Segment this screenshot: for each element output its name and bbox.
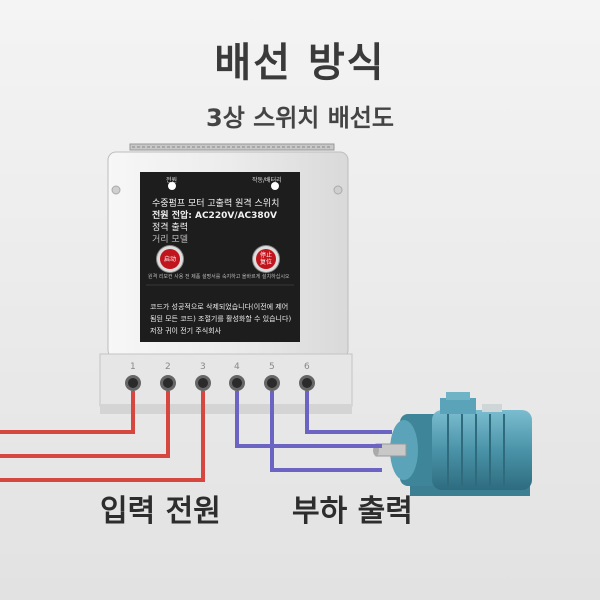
power-indicator-label: 전원 — [166, 177, 178, 184]
page-subtitle: 3상 스위치 배선도 — [206, 104, 394, 132]
terminal-screws — [125, 375, 315, 391]
terminal-label: 2 — [165, 362, 171, 372]
terminal-screw — [195, 375, 211, 391]
run-indicator-label: 작동/배터리 — [252, 177, 282, 184]
page-title: 배선 방식 — [214, 40, 386, 86]
input-wires-red — [0, 391, 205, 482]
panel-line-2: 전원 전압: AC220V/AC380V — [152, 211, 277, 221]
terminal-label: 4 — [234, 362, 240, 372]
electric-motor — [373, 392, 532, 496]
panel-line-7: 저장 귀이 전기 주식회사 — [150, 327, 222, 335]
panel-note: 원격 리모컨 사용 전 제품 설명서를 숙지하고 올바르게 설치하십시오 — [148, 274, 290, 280]
panel-line-5: 코드가 성공적으로 삭제되었습니다(이전에 제어 — [150, 303, 289, 311]
start-button[interactable]: 启动 — [160, 249, 180, 269]
panel-line-3: 정격 출력 — [152, 223, 188, 233]
terminal-label: 5 — [269, 362, 275, 372]
stop-reset-button[interactable]: 停止 复位 — [256, 249, 276, 269]
panel-line-1: 수중펌프 모터 고출력 원격 스위치 — [152, 199, 280, 209]
terminal-screw — [299, 375, 315, 391]
output-wires-blue — [235, 391, 392, 472]
panel-line-6: 됨된 모든 코드) 조절기를 활성화할 수 있습니다) — [150, 315, 292, 323]
terminal-label: 1 — [130, 362, 136, 372]
power-indicator-light — [168, 182, 176, 190]
input-power-label: 입력 전원 — [100, 494, 221, 529]
terminal-screw — [160, 375, 176, 391]
terminal-label: 6 — [304, 362, 310, 372]
terminal-screw — [264, 375, 280, 391]
load-output-label: 부하 출력 — [292, 494, 413, 529]
panel-line-4: 거리 모델 — [152, 235, 188, 245]
run-indicator-light — [271, 182, 279, 190]
terminal-label: 3 — [200, 362, 206, 372]
terminal-screw — [125, 375, 141, 391]
terminal-screw — [229, 375, 245, 391]
antenna — [129, 143, 335, 151]
